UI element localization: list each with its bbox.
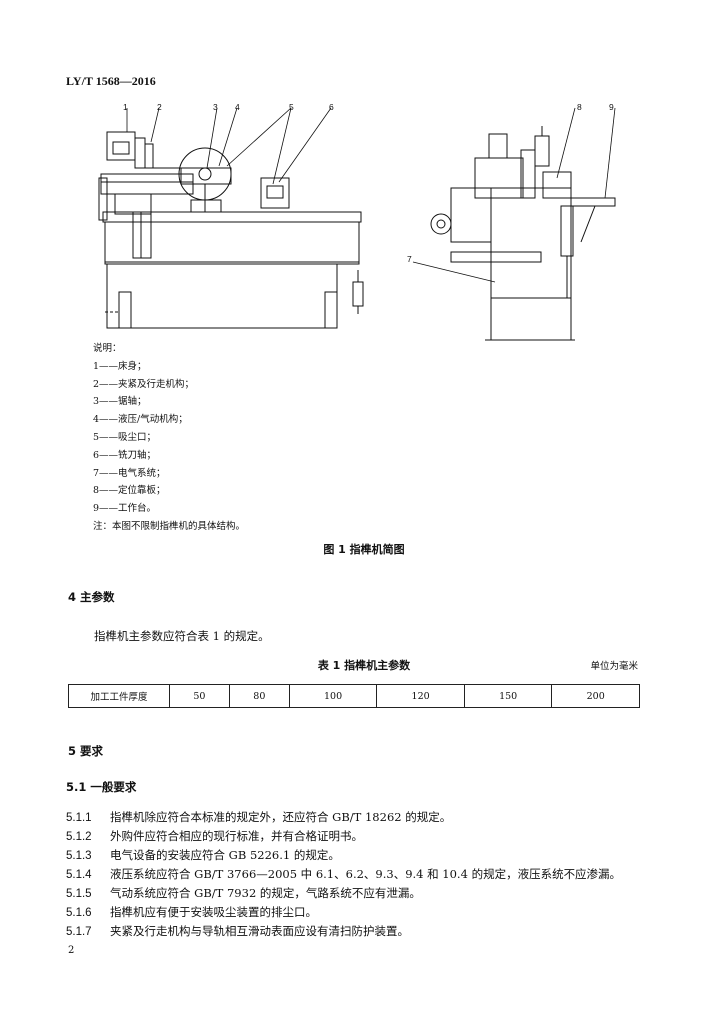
clause-5-1-6: 5.1.6 指榫机应有便于安装吸尘装置的排尘口。: [66, 904, 317, 920]
table-caption: 表 1 指榫机主参数: [317, 659, 411, 672]
clause-5-1-3: 5.1.3 电气设备的安装应符合 GB 5226.1 的规定。: [66, 847, 340, 863]
clause-number: 5.1.1: [66, 812, 92, 824]
saw-motor: [106, 131, 136, 161]
row-label: 加工工件厚度: [68, 684, 170, 708]
table-cell: 120: [376, 684, 465, 708]
figure-legend: 说明： 1——床身； 2——夹紧及行走机构； 3——锯轴； 4——液压/气动机构…: [93, 340, 245, 536]
clause-5-1-7: 5.1.7 夹紧及行走机构与导轨相互滑动表面应设有清扫防护装置。: [66, 923, 409, 939]
table-cell: 150: [463, 684, 553, 708]
clause-text: 指榫机除应符合本标准的规定外，还应符合 GB/T 18262 的规定。: [110, 810, 452, 824]
clause-number: 5.1.2: [66, 831, 92, 843]
callout-2: 2: [157, 102, 162, 112]
finger-joint-machine-drawing: 1 2 3 4 5 6 8 9 7: [98, 102, 616, 341]
carriage-slide: [132, 211, 152, 259]
side-column: [490, 187, 572, 341]
clause-text: 外购件应符合相应的现行标准，并有合格证明书。: [110, 829, 363, 843]
clause-5-1-5: 5.1.5 气动系统应符合 GB/T 7932 的规定，气路系统不应有泄漏。: [66, 885, 421, 901]
legend-item: 6——铣刀轴；: [93, 449, 157, 461]
side-motor: [474, 157, 524, 199]
legend-item: 2——夹紧及行走机构；: [93, 378, 195, 390]
table-cell: 100: [288, 684, 378, 708]
milling-head: [260, 177, 290, 209]
main-parameter-table: 加工工件厚度 50 80 100 120 150 200: [68, 684, 640, 708]
legend-title: 说明：: [93, 343, 122, 354]
section-5-heading: 5 要求: [68, 744, 104, 758]
clause-number: 5.1.3: [66, 850, 92, 862]
table-row: 加工工件厚度 50 80 100 120 150 200: [68, 684, 640, 708]
legend-item: 4——液压/气动机构；: [93, 414, 188, 426]
callout-6: 6: [329, 102, 334, 112]
callout-8: 8: [577, 102, 582, 112]
standard-code-header: LY/T 1568—2016: [66, 74, 156, 88]
figure-note: 注：本图不限制指榫机的具体结构。: [93, 520, 246, 532]
table-unit: 单位为毫米: [590, 661, 638, 672]
callout-1: 1: [123, 102, 128, 112]
clause-5-1-2: 5.1.2 外购件应符合相应的现行标准，并有合格证明书。: [66, 828, 363, 844]
figure-caption: 图 1 指榫机简图: [323, 543, 405, 556]
positioning-plate: [542, 171, 572, 199]
clause-number: 5.1.5: [66, 888, 92, 900]
legend-item: 3——锯轴；: [93, 396, 147, 408]
legend-item: 1——床身；: [93, 360, 147, 372]
clause-text: 电气设备的安装应符合 GB 5226.1 的规定。: [110, 848, 340, 862]
table-cell: 50: [169, 684, 230, 708]
clause-text: 液压系统应符合 GB/T 3766—2005 中 6.1、6.2、9.3、9.4…: [110, 867, 622, 881]
bed-base: [106, 263, 338, 329]
section-5-1-heading: 5.1 一般要求: [66, 780, 137, 794]
callout-3: 3: [213, 102, 218, 112]
callout-5: 5: [289, 102, 294, 112]
legend-item: 7——电气系统；: [93, 467, 166, 479]
page-number: 2: [68, 945, 75, 956]
clause-5-1-4: 5.1.4 液压系统应符合 GB/T 3766—2005 中 6.1、6.2、9.…: [66, 866, 621, 882]
clause-text: 夹紧及行走机构与导轨相互滑动表面应设有清扫防护装置。: [110, 924, 409, 938]
callout-7: 7: [407, 254, 412, 264]
table-cell: 80: [228, 684, 290, 708]
section-4-heading: 4 主参数: [68, 590, 115, 604]
clause-text: 气动系统应符合 GB/T 7932 的规定，气路系统不应有泄漏。: [110, 886, 421, 900]
table-cell: 200: [551, 684, 640, 708]
clause-5-1-1: 5.1.1 指榫机除应符合本标准的规定外，还应符合 GB/T 18262 的规定。: [66, 809, 451, 825]
callout-9: 9: [609, 102, 614, 112]
clause-text: 指榫机应有便于安装吸尘装置的排尘口。: [110, 905, 317, 919]
section-4-text: 指榫机主参数应符合表 1 的规定。: [94, 629, 270, 643]
legend-item: 9——工作台。: [93, 503, 157, 515]
callout-4: 4: [235, 102, 240, 112]
legend-item: 8——定位靠板；: [93, 485, 166, 497]
work-table: [570, 197, 616, 207]
legend-item: 5——吸尘口；: [93, 431, 157, 443]
clause-number: 5.1.7: [66, 926, 92, 938]
clause-number: 5.1.6: [66, 907, 92, 919]
clause-number: 5.1.4: [66, 869, 92, 881]
